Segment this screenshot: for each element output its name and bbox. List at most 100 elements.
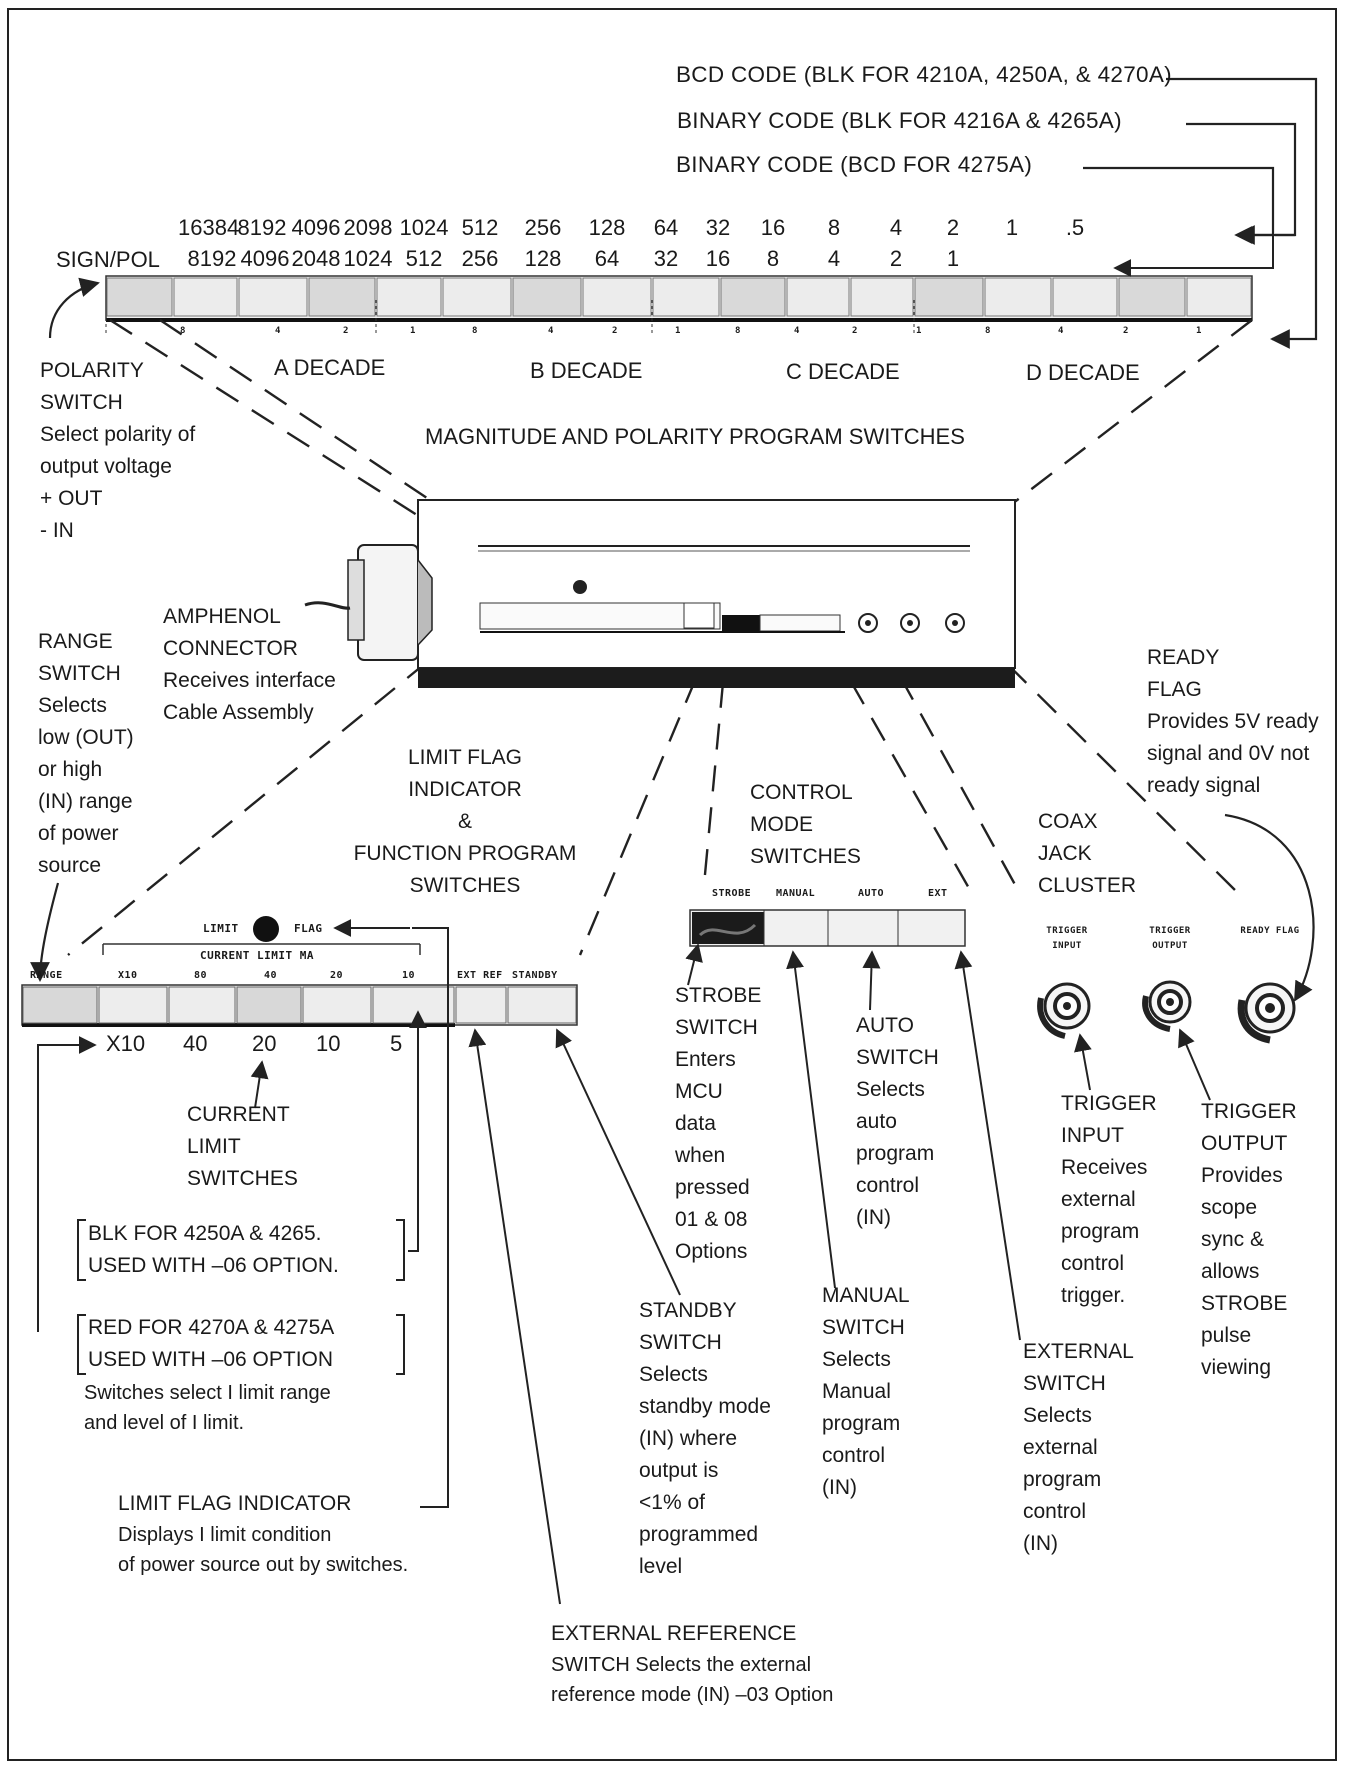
weight-value: 16	[705, 246, 731, 271]
ext-ref-3: reference mode (IN) –03 Option	[551, 1684, 834, 1706]
red-note-2: USED WITH –06 OPTION	[88, 1348, 334, 1371]
weight-value: 1	[1005, 215, 1019, 240]
strobe-6: when	[675, 1144, 726, 1167]
amphenol-text: AMPHENOL CONNECTOR Receives interface Ca…	[163, 601, 336, 729]
program-switch[interactable]	[914, 277, 984, 317]
program-switch[interactable]	[582, 277, 652, 317]
manual-2: SWITCH	[822, 1316, 905, 1339]
external-3: Selects	[1023, 1404, 1092, 1427]
jack-label: TRIGGER OUTPUT	[1149, 926, 1191, 951]
standby-2: SWITCH	[639, 1331, 722, 1354]
current-limit-title-3: SWITCHES	[187, 1167, 298, 1190]
function-switch[interactable]	[168, 986, 236, 1024]
amphenol-desc-2: Cable Assembly	[163, 701, 314, 724]
weight-value: 256	[461, 246, 499, 271]
weight-value: 128	[588, 215, 626, 240]
external-5: program	[1023, 1468, 1102, 1491]
panel-current-limit-label: CURRENT LIMIT MA	[200, 949, 314, 962]
program-switch[interactable]	[786, 277, 850, 317]
function-switch-label: EXT REF	[457, 970, 503, 981]
c-decade-label: C DECADE	[786, 359, 900, 384]
coax-jacks	[1037, 980, 1296, 1044]
program-switch[interactable]	[720, 277, 786, 317]
function-switch[interactable]	[98, 986, 168, 1024]
program-switch[interactable]	[984, 277, 1052, 317]
coax-cluster-text: COAX JACK CLUSTER	[1038, 806, 1136, 902]
ready-flag-title-2: FLAG	[1147, 678, 1202, 701]
coax-title-3: CLUSTER	[1038, 874, 1137, 897]
weight-value: 1	[946, 246, 960, 271]
function-switch-label: X10	[118, 970, 138, 981]
ready-flag-desc-1: Provides 5V ready	[1147, 710, 1319, 733]
decade-digit: 2	[343, 326, 349, 336]
auto-6: control	[856, 1174, 920, 1197]
strobe-1: STROBE	[675, 984, 762, 1007]
function-switch[interactable]	[302, 986, 372, 1024]
program-switch[interactable]	[442, 277, 512, 317]
standby-4: standby mode	[639, 1395, 771, 1418]
current-limit-value: 5	[390, 1031, 403, 1056]
function-switch-label: 40	[264, 970, 278, 981]
external-2: SWITCH	[1023, 1372, 1106, 1395]
weight-value: 512	[405, 246, 443, 271]
program-switch[interactable]	[850, 277, 914, 317]
decade-digit: 8	[735, 326, 741, 336]
binary-code-label: BINARY CODE (BLK FOR 4216A & 4265A)	[677, 108, 1122, 133]
strobe-3: Enters	[675, 1048, 736, 1071]
binary-bcd-label: BINARY CODE (BCD FOR 4275A)	[676, 152, 1033, 177]
function-switch[interactable]	[455, 986, 507, 1024]
program-switch[interactable]	[652, 277, 720, 317]
trigger-input-text: TRIGGER INPUT Receives external program …	[1061, 1088, 1157, 1312]
program-switch[interactable]	[512, 277, 582, 317]
weight-value: 2048	[291, 246, 341, 271]
range-title-1: RANGE	[38, 630, 113, 653]
program-switch[interactable]	[173, 277, 238, 317]
function-switch-bank	[21, 916, 578, 1027]
decade-digit: 2	[612, 326, 618, 336]
manual-switch-text: MANUAL SWITCH Selects Manual program con…	[822, 1280, 910, 1504]
blk-note-2: USED WITH –06 OPTION.	[88, 1254, 339, 1277]
limit-flag-indicator-text: LIMIT FLAG INDICATOR Displays I limit co…	[118, 1488, 408, 1580]
red-note-1: RED FOR 4270A & 4275A	[88, 1316, 335, 1339]
jack-label: TRIGGER INPUT	[1046, 926, 1088, 951]
program-switch[interactable]	[106, 277, 173, 317]
range-switch-text: RANGE SWITCH Selects low (OUT) or high (…	[38, 626, 134, 882]
trig-in-4: external	[1061, 1188, 1136, 1211]
figure-frame	[7, 8, 1337, 1761]
function-switch[interactable]	[236, 986, 302, 1024]
control-mode-text: CONTROL MODE SWITCHES	[750, 777, 861, 873]
decade-digit: 4	[548, 326, 554, 336]
program-switch[interactable]	[1052, 277, 1118, 317]
row2-arrow	[1113, 168, 1274, 277]
current-limit-title-1: CURRENT	[187, 1103, 290, 1126]
function-switch-label: 10	[402, 970, 416, 981]
current-limit-title-2: LIMIT	[187, 1135, 241, 1158]
program-switch[interactable]	[1186, 277, 1252, 317]
current-limit-value: 40	[183, 1031, 208, 1056]
external-7: (IN)	[1023, 1532, 1058, 1555]
decade-digit: 8	[180, 326, 186, 336]
range-desc-5: of power	[38, 822, 119, 845]
program-switch[interactable]	[376, 277, 442, 317]
jack-label: READY FLAG	[1240, 926, 1300, 936]
function-switch[interactable]	[22, 986, 98, 1024]
limit-flag-title-text: LIMIT FLAG INDICATOR & FUNCTION PROGRAM …	[330, 742, 600, 902]
blk-note: BLK FOR 4250A & 4265. USED WITH –06 OPTI…	[88, 1218, 339, 1282]
external-4: external	[1023, 1436, 1098, 1459]
program-switch[interactable]	[1118, 277, 1186, 317]
ready-flag-desc-2: signal and 0V not	[1147, 742, 1310, 765]
function-switch[interactable]	[372, 986, 455, 1024]
switches-select-text: Switches select I limit range and level …	[84, 1378, 331, 1438]
weight-value: .5	[1065, 215, 1085, 240]
strobe-switch-text: STROBE SWITCH Enters MCU data when press…	[675, 980, 761, 1268]
program-switch[interactable]	[308, 277, 376, 317]
pointer-lines	[37, 927, 1211, 1605]
trig-out-7: STROBE	[1201, 1292, 1288, 1315]
function-switch[interactable]	[507, 986, 577, 1024]
program-switch[interactable]	[238, 277, 308, 317]
current-limit-value: X10	[106, 1031, 146, 1056]
decade-digit: 1	[916, 326, 922, 336]
limit-flag-title-2: INDICATOR	[408, 778, 522, 801]
function-switch-label: 20	[330, 970, 344, 981]
